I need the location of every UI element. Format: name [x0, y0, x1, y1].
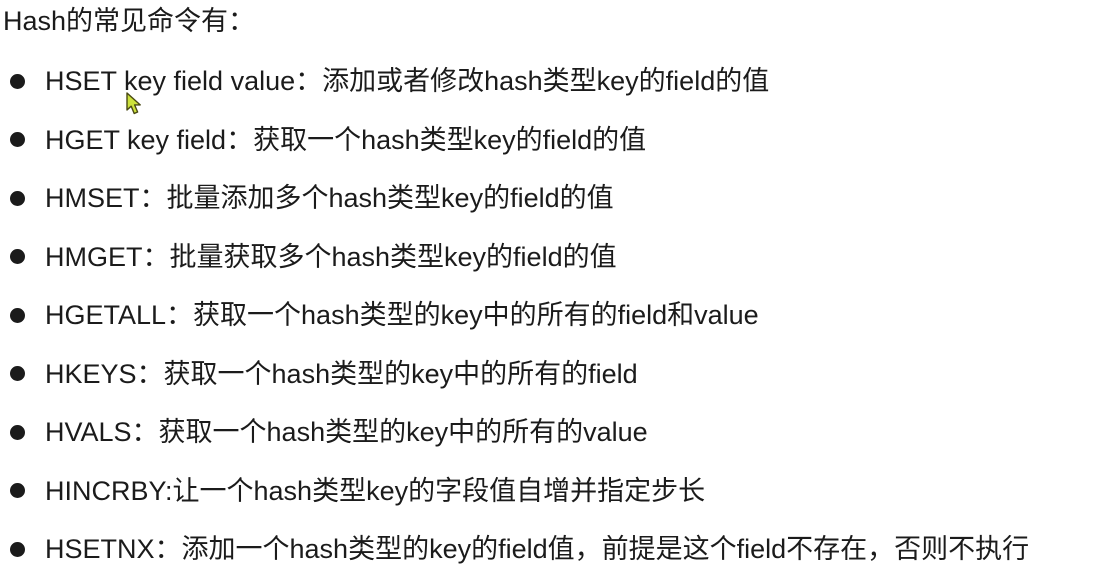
bullet-icon — [10, 307, 25, 323]
list-item-text: HMGET：批量获取多个hash类型key的field的值 — [45, 241, 617, 272]
list-item: HMGET：批量获取多个hash类型key的field的值 — [0, 228, 1107, 287]
list-item: HGETALL：获取一个hash类型的key中的所有的field和value — [0, 286, 1107, 345]
list-item: HINCRBY:让一个hash类型key的字段值自增并指定步长 — [0, 462, 1107, 521]
list-item: HGET key field：获取一个hash类型key的field的值 — [0, 111, 1107, 170]
list-item-text: HGETALL：获取一个hash类型的key中的所有的field和value — [45, 300, 759, 331]
list-item: HSETNX：添加一个hash类型的key的field值，前提是这个field不… — [0, 520, 1107, 575]
list-item-text: HMSET：批量添加多个hash类型key的field的值 — [45, 183, 614, 214]
list-item: HMSET：批量添加多个hash类型key的field的值 — [0, 169, 1107, 228]
list-item-text: HGET key field：获取一个hash类型key的field的值 — [45, 124, 647, 155]
list-item-text: HSETNX：添加一个hash类型的key的field值，前提是这个field不… — [45, 534, 1030, 565]
list-item-text: HINCRBY:让一个hash类型key的字段值自增并指定步长 — [45, 475, 706, 506]
bullet-icon — [10, 190, 25, 206]
list-item-text: HSET key field value：添加或者修改hash类型key的fie… — [45, 66, 770, 97]
list-item: HSET key field value：添加或者修改hash类型key的fie… — [0, 52, 1107, 111]
command-list: HSET key field value：添加或者修改hash类型key的fie… — [0, 52, 1107, 575]
bullet-icon — [10, 424, 25, 440]
bullet-icon — [10, 249, 25, 265]
bullet-icon — [10, 541, 25, 557]
bullet-icon — [10, 132, 25, 148]
list-item-text: HVALS：获取一个hash类型的key中的所有的value — [45, 417, 648, 448]
page-title: Hash的常见命令有： — [3, 6, 256, 36]
list-item: HVALS：获取一个hash类型的key中的所有的value — [0, 403, 1107, 462]
list-item-text: HKEYS：获取一个hash类型的key中的所有的field — [45, 358, 638, 389]
list-item: HKEYS：获取一个hash类型的key中的所有的field — [0, 345, 1107, 404]
bullet-icon — [10, 483, 25, 499]
bullet-icon — [10, 73, 25, 89]
bullet-icon — [10, 366, 25, 382]
